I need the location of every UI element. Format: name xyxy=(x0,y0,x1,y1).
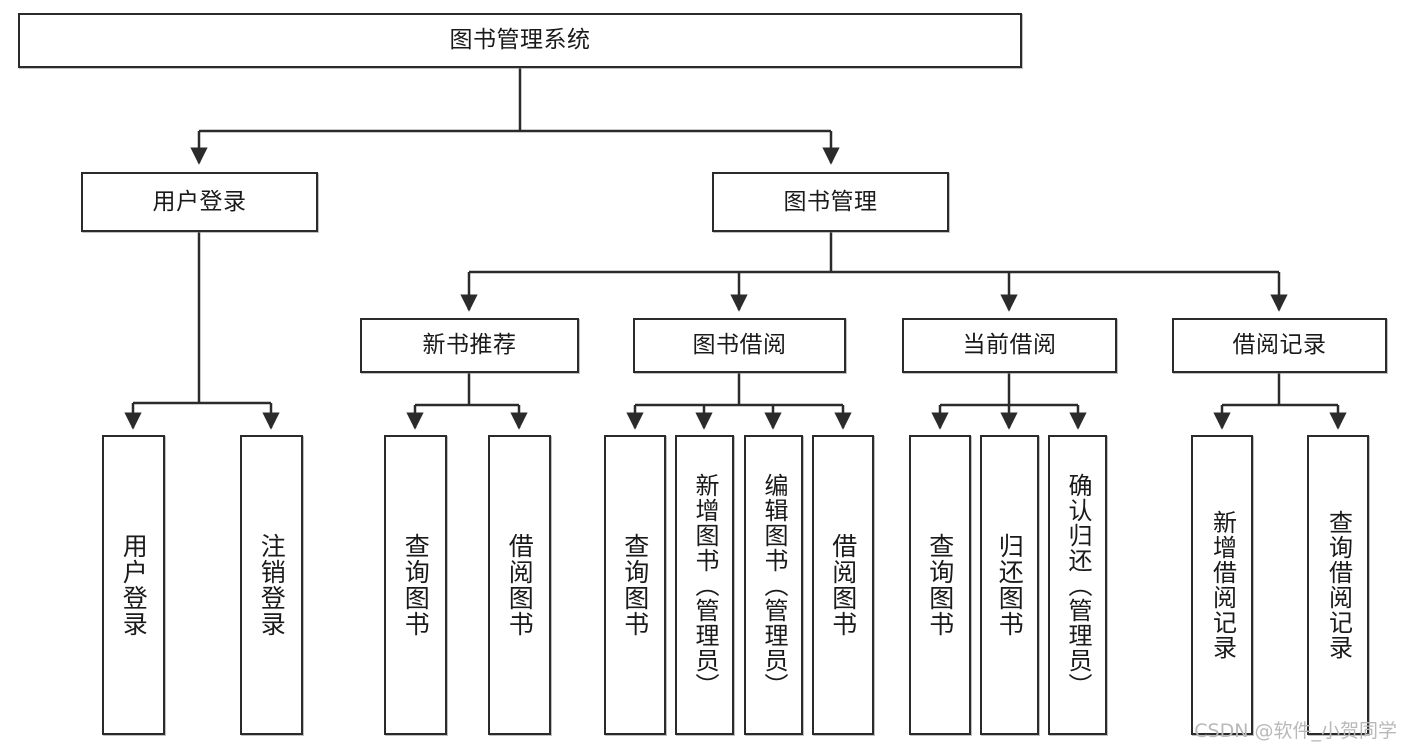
node-label: 编辑图书（管理员） xyxy=(759,472,788,698)
leaf-borrow-book-new-rec[interactable]: 借阅图书 xyxy=(488,435,551,735)
node-label: 查询图书 xyxy=(401,533,431,637)
leaf-borrow-book-borrow[interactable]: 借阅图书 xyxy=(812,435,874,735)
watermark-text: CSDN @软件_小贺同学 xyxy=(1194,720,1397,742)
node-label: 用户登录 xyxy=(119,533,149,637)
node-label: 当前借阅 xyxy=(962,332,1057,358)
leaf-query-book-current[interactable]: 查询图书 xyxy=(909,435,971,735)
leaf-query-book-borrow[interactable]: 查询图书 xyxy=(604,435,666,735)
node-label: 图书管理系统 xyxy=(449,27,591,53)
leaf-logout[interactable]: 注销登录 xyxy=(240,435,303,735)
node-label: 新增借阅记录 xyxy=(1208,510,1237,660)
node-label: 查询图书 xyxy=(925,533,955,637)
leaf-user-login[interactable]: 用户登录 xyxy=(102,435,165,735)
leaf-add-book-admin[interactable]: 新增图书（管理员） xyxy=(675,435,734,735)
node-label: 查询图书 xyxy=(620,533,650,637)
node-label: 用户登录 xyxy=(152,188,247,215)
node-label: 新增图书（管理员） xyxy=(690,472,719,698)
leaf-confirm-return-admin[interactable]: 确认归还（管理员） xyxy=(1048,435,1107,735)
node-label: 图书借阅 xyxy=(692,332,787,358)
node-book-management[interactable]: 图书管理 xyxy=(712,172,949,232)
node-borrow-records[interactable]: 借阅记录 xyxy=(1172,318,1387,373)
leaf-edit-book-admin[interactable]: 编辑图书（管理员） xyxy=(744,435,803,735)
leaf-query-borrow-record[interactable]: 查询借阅记录 xyxy=(1307,435,1369,735)
node-user-login[interactable]: 用户登录 xyxy=(81,172,318,232)
node-book-borrowing[interactable]: 图书借阅 xyxy=(633,318,846,373)
node-label: 查询借阅记录 xyxy=(1324,510,1353,660)
leaf-query-book-new-rec[interactable]: 查询图书 xyxy=(384,435,447,735)
leaf-return-book[interactable]: 归还图书 xyxy=(980,435,1039,735)
node-label: 借阅图书 xyxy=(828,533,858,637)
node-label: 借阅记录 xyxy=(1232,332,1327,358)
node-new-book-recommendation[interactable]: 新书推荐 xyxy=(360,318,579,373)
node-label: 注销登录 xyxy=(257,533,287,637)
node-label: 借阅图书 xyxy=(505,533,535,637)
node-current-borrowing[interactable]: 当前借阅 xyxy=(902,318,1117,373)
node-label: 图书管理 xyxy=(783,188,878,215)
node-root-book-management-system[interactable]: 图书管理系统 xyxy=(18,13,1022,68)
node-label: 归还图书 xyxy=(995,533,1025,637)
node-label: 新书推荐 xyxy=(422,332,517,358)
node-label: 确认归还（管理员） xyxy=(1063,472,1092,698)
leaf-add-borrow-record[interactable]: 新增借阅记录 xyxy=(1191,435,1253,735)
